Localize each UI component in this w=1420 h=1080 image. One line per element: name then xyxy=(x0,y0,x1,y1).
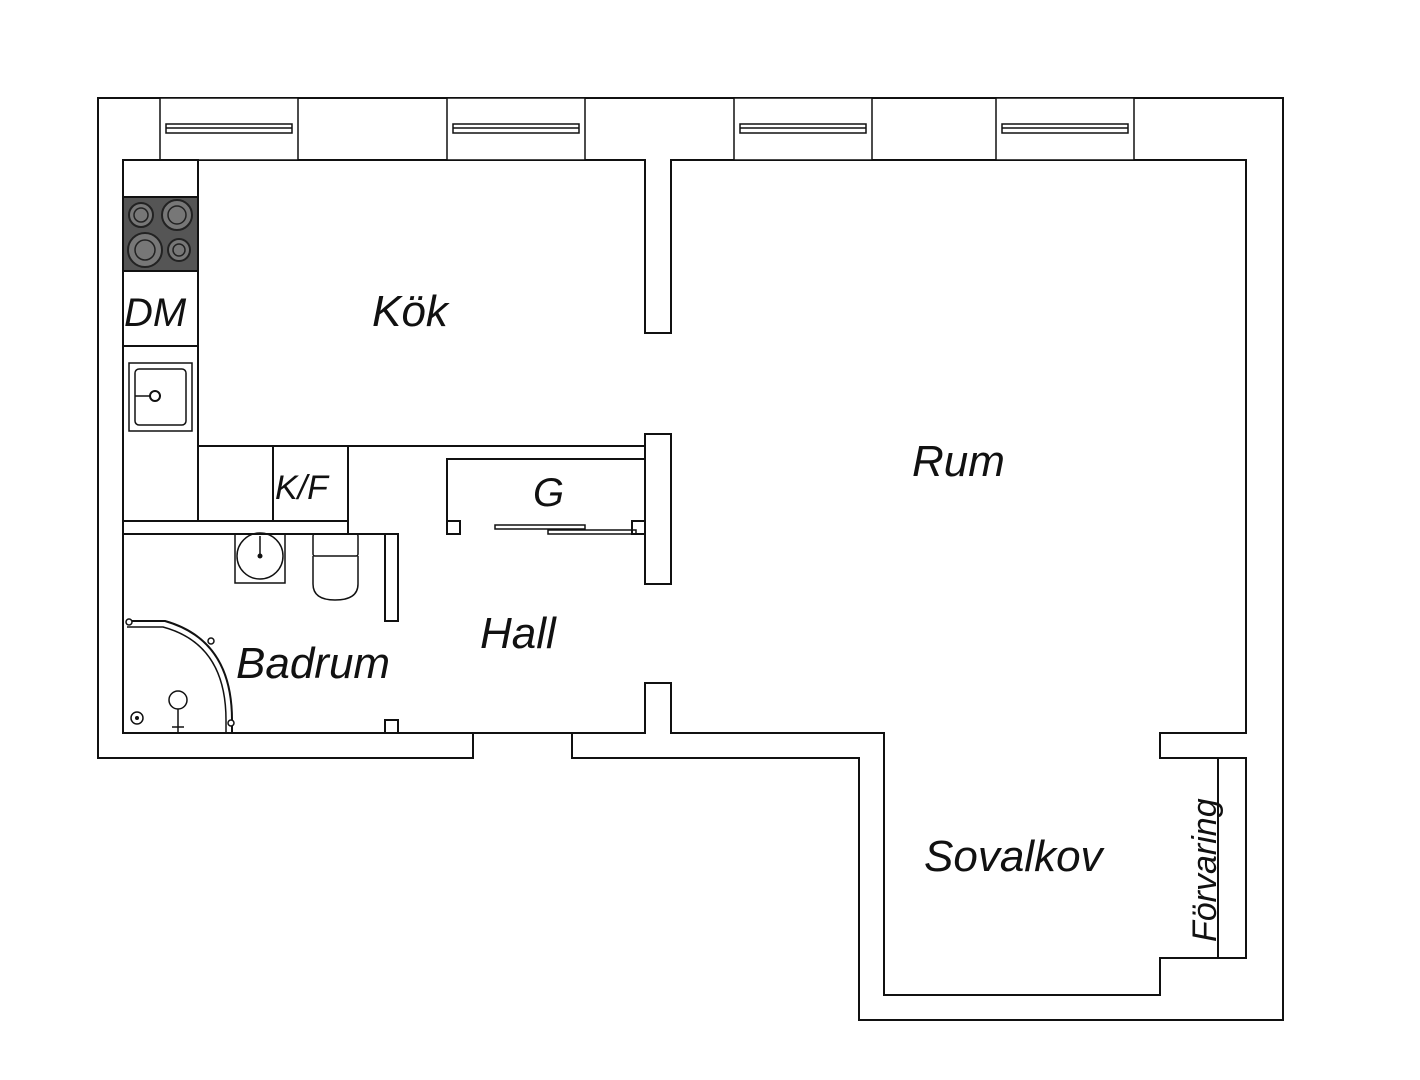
stove-icon xyxy=(122,196,199,272)
label-kok: Kök xyxy=(372,287,450,336)
label-badrum: Badrum xyxy=(236,639,390,688)
kitchen-sink-icon xyxy=(128,362,193,432)
label-hall: Hall xyxy=(480,609,557,658)
label-sovalkov: Sovalkov xyxy=(924,832,1106,881)
label-diskmaskin: DM xyxy=(124,291,187,335)
washbasin-icon xyxy=(234,532,286,584)
exterior-walls xyxy=(97,97,1284,1021)
label-forvaring: Förvaring xyxy=(1186,798,1224,942)
wardrobe-sliding-doors xyxy=(494,524,637,535)
interior-walls xyxy=(122,433,672,734)
shower-icon xyxy=(125,618,235,734)
toilet-icon xyxy=(312,533,359,601)
windows xyxy=(159,97,1135,161)
room-labels: Kök Rum Hall Badrum Sovalkov G K/F DM Fö… xyxy=(124,287,1224,942)
label-rum: Rum xyxy=(912,437,1005,486)
label-garderob: G xyxy=(533,471,564,515)
label-kyl-frys: K/F xyxy=(275,469,330,507)
